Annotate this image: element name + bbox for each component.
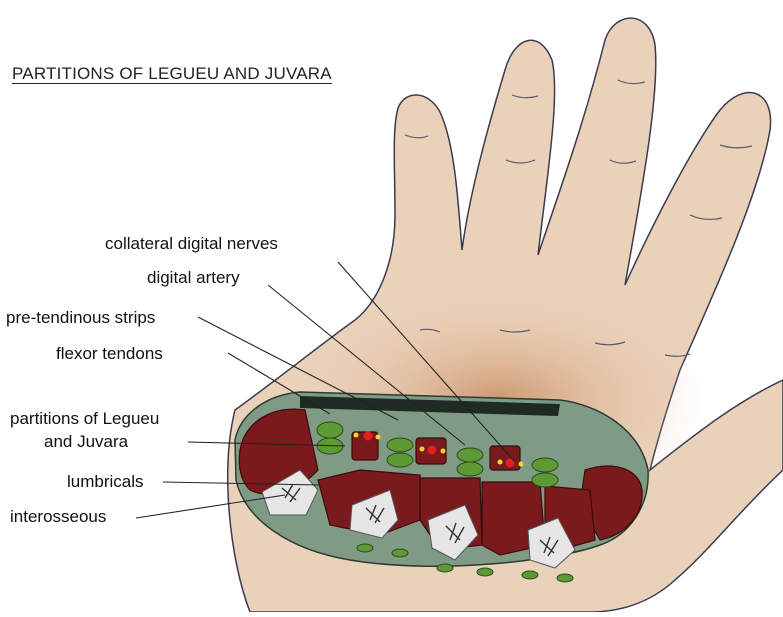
label-digital-artery: digital artery: [147, 268, 240, 288]
label-partitions-line2: and Juvara: [44, 432, 128, 452]
label-interosseous: interosseous: [10, 507, 106, 527]
label-lumbricals: lumbricals: [67, 472, 144, 492]
label-partitions-line1: partitions of Legueu: [10, 409, 159, 429]
diagram-title: PARTITIONS OF LEGUEU AND JUVARA: [12, 64, 332, 84]
label-collateral-digital-nerves: collateral digital nerves: [105, 234, 278, 254]
label-flexor-tendons: flexor tendons: [56, 344, 163, 364]
label-pre-tendinous-strips: pre-tendinous strips: [6, 308, 155, 328]
